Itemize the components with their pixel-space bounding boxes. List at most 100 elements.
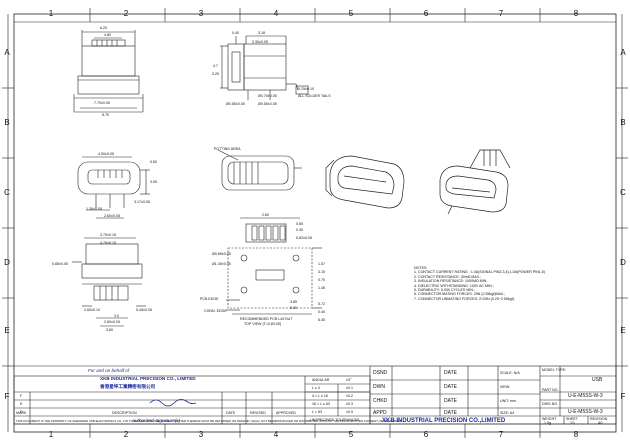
zone-row-e-right: E	[620, 326, 626, 335]
dim-pcb-right1: 5.45±0.05	[136, 308, 152, 312]
company-name: XKB INDUSTRIAL PRECISION CO.,LIMITED	[382, 418, 506, 424]
notes-block: NOTES: 1. CONTACT CURRENT RATING : 1.0A(…	[414, 266, 545, 301]
date-dsnd: DATE	[444, 370, 457, 376]
zone-row-c-right: C	[620, 188, 626, 197]
zone-row-d-right: D	[620, 258, 626, 267]
dim-lp-bottom5: 6.45	[318, 318, 325, 322]
tol-range-2: 4 < L ≤ 16	[312, 394, 328, 398]
dim-side-1: 0.40	[232, 31, 239, 35]
label-solder-tails: ALL SOLDER TAILS	[298, 94, 331, 98]
dwg-no-label: DWG NO.	[542, 402, 559, 406]
unit: UNIT: mm	[500, 399, 516, 403]
zone-col-5-bottom: 5	[348, 430, 354, 439]
dim-lp-top1: 2.60	[262, 213, 269, 217]
dim-lp-top3: 0.30	[296, 228, 303, 232]
dim-lp-right2: 1.57	[318, 262, 325, 266]
behalf-line-3: 香港星坤工業精密有限公司	[100, 384, 156, 389]
rev-row-f: F	[20, 394, 23, 398]
dim-front-h2: 3.05	[150, 180, 157, 184]
dim-solder-box: 0.25±0.10	[298, 87, 314, 91]
tol-range-4: L > 63	[312, 410, 322, 414]
note-line: 6. CONNECTOR MATING FORCES: 25N (2.55kgf…	[414, 292, 506, 297]
date-dwn: DATE	[444, 384, 457, 390]
zone-col-4: 4	[273, 9, 279, 18]
dim-side-4: 4.7	[213, 64, 218, 68]
rev-header-description: DESCRIPTION	[112, 411, 137, 415]
zone-row-f-right: F	[620, 392, 626, 401]
weight-label: WEIGHT	[542, 417, 557, 421]
zone-col-3: 3	[198, 9, 204, 18]
dim-front-bottom-left: 1.30±0.05	[86, 207, 102, 211]
isometric-view-front	[325, 155, 405, 209]
note-line: 1. CONTACT CURRENT RATING : 1.0A(SIGNAL …	[414, 270, 546, 275]
note-line: 2. CONTACT RESISTANCE: 30mΩ MAX.;	[414, 274, 482, 279]
zone-col-7-bottom: 7	[498, 430, 504, 439]
top-view	[73, 30, 144, 113]
dim-pcb-bot1: 3.0	[114, 314, 119, 318]
weight-value: 1.0g	[544, 421, 551, 425]
note-line: NOTES:	[414, 266, 428, 270]
potting-view	[217, 149, 302, 191]
dim-front-width: 4.50±0.05	[98, 152, 114, 156]
sheet-label: SHEET	[566, 417, 578, 421]
label-pcb-edge: PCB EDGE	[200, 297, 219, 301]
dim-side-bottom-left: Ø0.55±0.05	[226, 102, 245, 106]
note-line: 7. CONNECTOR UNMATING FORCES: 2+25N (0.2…	[414, 296, 515, 301]
scale: SCALE: N/A	[500, 371, 520, 375]
rev-row-d: D	[20, 410, 23, 414]
zone-col-2: 2	[123, 9, 129, 18]
isometric-view-rear	[439, 149, 511, 215]
tol-range-1: L ≤ 4	[312, 386, 320, 390]
dim-front-bottom-mid: 2.60±0.05	[104, 214, 120, 218]
rev-header-approved: APPROVED	[276, 411, 296, 415]
caption-layout-2: TOP VIEW (T=0.83.05)	[244, 322, 282, 326]
rev-header-mark: MARK	[16, 411, 27, 415]
dim-top-total: 8.70	[102, 113, 109, 117]
dim-side-bottom-right: Ø0.55±0.05	[258, 102, 277, 106]
dim-front-right: 3.17±0.05	[134, 200, 150, 204]
signoff-chkd: CHKD	[373, 398, 388, 404]
zone-col-5: 5	[348, 9, 354, 18]
zone-col-1-bottom: 1	[48, 430, 54, 439]
tol-value-1: ±0.1	[346, 386, 353, 390]
tol-value-3: ±0.3	[346, 402, 353, 406]
view: VIEW:	[500, 385, 511, 389]
caption-layout-1: RECOMMENDED PCB LAYOUT	[240, 317, 293, 321]
sheet-value: 1/1	[570, 421, 575, 425]
signoff-dwn: DWN	[373, 384, 385, 390]
label-conn-edge: CONN. EDGE	[204, 309, 227, 313]
behalf-line-1: For and on behalf of	[88, 368, 130, 373]
dim-top-width-1: 6.20	[100, 26, 107, 30]
zone-col-7: 7	[498, 9, 504, 18]
note-line: 4. DIELECTRIC WITHSTANDING: 100V AC MIN.…	[414, 283, 494, 288]
dim-lp-bottom2: 5.30	[290, 306, 297, 310]
model-type-value: USB	[592, 377, 603, 383]
dim-pcb-left1: 0.85±0.05	[52, 262, 68, 266]
pcb-bottom-view	[72, 237, 146, 327]
dim-side-holes: Ø0.70±0.05	[258, 94, 277, 98]
dim-pcb-bot2: 2.60±0.05	[104, 320, 120, 324]
dim-pcb-bot3: 3.60	[106, 328, 113, 332]
zone-row-c: C	[4, 188, 10, 197]
signoff-dsnd: DSND	[373, 370, 388, 376]
zone-col-2-bottom: 2	[123, 430, 129, 439]
part-no-value: U-E-M5SS-W-3	[568, 393, 603, 399]
rev-row-e: E	[20, 402, 23, 406]
dim-lp-bottom3: 5.72	[318, 302, 325, 306]
zone-row-b: B	[4, 118, 10, 127]
dim-top-pitch: 7.70±0.05	[94, 101, 110, 105]
authorized-signature: Authorized Signature(s)	[132, 418, 181, 423]
revision-label: REVISION	[590, 417, 608, 421]
zone-col-8-bottom: 8	[573, 430, 579, 439]
behalf-line-2: XKB INDUSTRIAL PRECISION CO., LIMITED	[100, 376, 196, 381]
tol-footer: UNSPECIFIED TOLERANCES	[310, 418, 360, 422]
zone-row-e: E	[4, 326, 10, 335]
zone-col-8: 8	[573, 9, 579, 18]
note-line: 5. DURABILITY: 5,000 CYCLES MIN.;	[414, 288, 475, 293]
zone-col-4-bottom: 4	[273, 430, 279, 439]
tol-header: ANGULAR	[312, 378, 330, 382]
note-line: 3. INSULATION RESISTANCE: 1000MΩ MIN.	[414, 279, 488, 284]
zone-col-3-bottom: 3	[198, 430, 204, 439]
zone-row-d: D	[4, 258, 10, 267]
zone-row-a-right: A	[620, 48, 626, 57]
